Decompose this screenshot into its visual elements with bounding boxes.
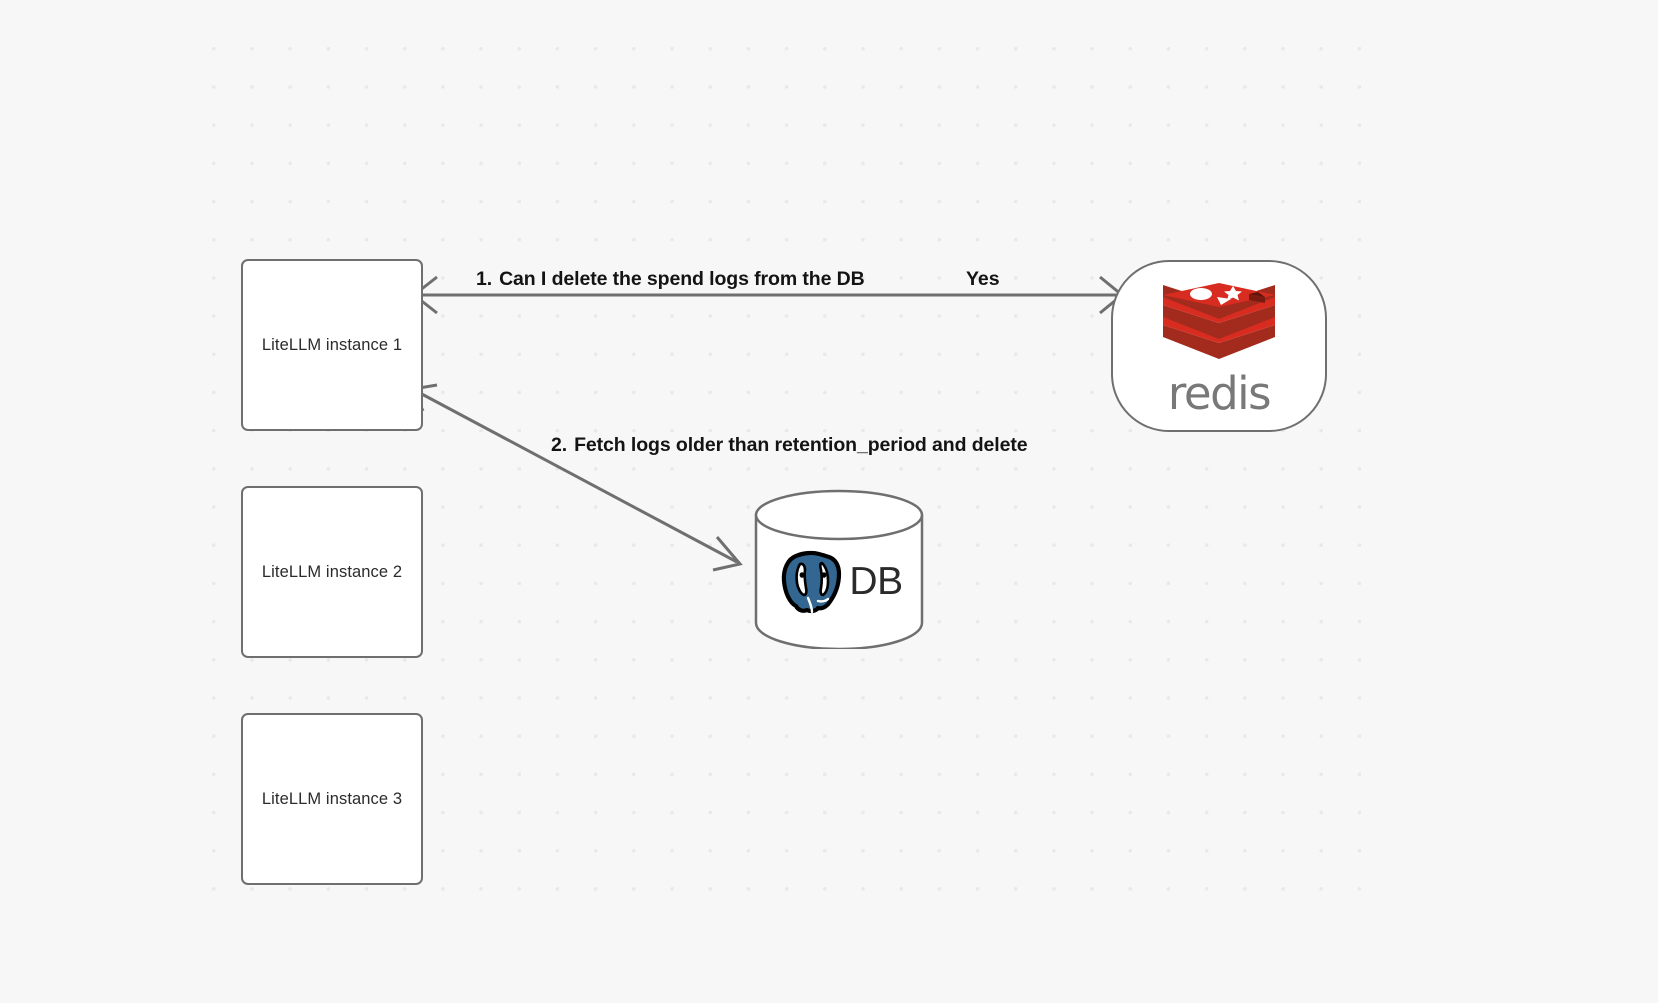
node-litellm-instance-3-label: LiteLLM instance 3 (261, 789, 403, 808)
postgresql-elephant-icon (782, 550, 842, 614)
edge-label-1-text: Can I delete the spend logs from the DB (499, 268, 865, 290)
redis-logo: redis (1159, 281, 1279, 416)
node-litellm-instance-2[interactable]: LiteLLM instance 2 (241, 486, 423, 658)
edge-instance1-to-db (410, 383, 743, 572)
node-litellm-instance-1-label: LiteLLM instance 1 (261, 335, 403, 354)
node-litellm-instance-2-label: LiteLLM instance 2 (261, 562, 403, 581)
edge-label-2: 2. Fetch logs older than retention_period… (551, 434, 1028, 457)
node-litellm-instance-3[interactable]: LiteLLM instance 3 (241, 713, 423, 885)
edge-label-1: 1. Can I delete the spend logs from the D… (476, 268, 865, 291)
node-litellm-instance-1[interactable]: LiteLLM instance 1 (241, 259, 423, 431)
edge-label-2-text: Fetch logs older than retention_period a… (574, 434, 1028, 456)
redis-wordmark: redis (1167, 366, 1272, 420)
database-logo-row: DB (753, 489, 925, 649)
edge-label-2-number: 2. (551, 434, 568, 456)
node-database[interactable]: DB (753, 489, 925, 649)
database-label: DB (849, 560, 903, 603)
edge-label-1-reply: Yes (966, 268, 1000, 290)
edge-label-1-number: 1. (476, 268, 493, 290)
node-redis[interactable]: redis (1111, 260, 1327, 432)
redis-cube-icon (1163, 282, 1275, 359)
